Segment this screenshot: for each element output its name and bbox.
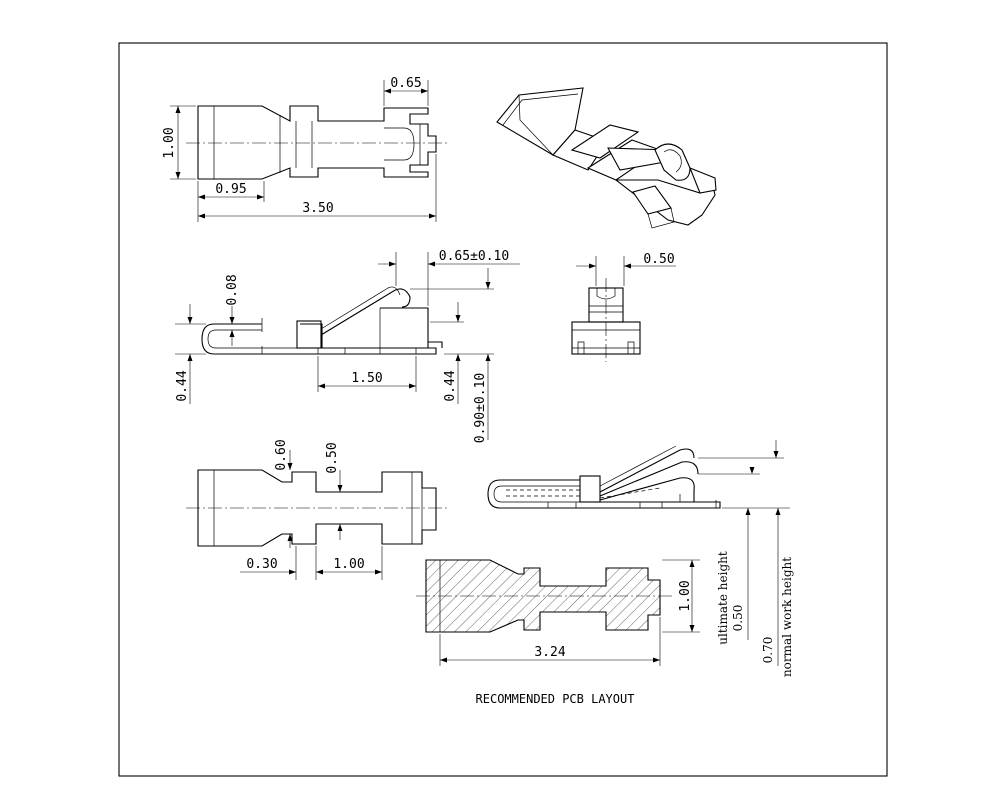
pitch-label: 1.00 xyxy=(333,557,364,572)
end-view xyxy=(571,278,641,362)
height-stack-dimensions xyxy=(698,440,790,666)
length-label: 3.50 xyxy=(302,201,333,216)
side-view xyxy=(201,286,443,355)
offset-label: 0.30 xyxy=(246,557,277,572)
top-view xyxy=(186,105,450,180)
drawing-frame xyxy=(118,42,888,777)
pcb-layout-title: RECOMMENDED PCB LAYOUT xyxy=(476,692,635,706)
pcb-layout-dimensions xyxy=(439,559,700,666)
pcb-layout-pad xyxy=(416,559,672,633)
isometric-view xyxy=(496,87,717,229)
pcb-length-label: 3.24 xyxy=(534,645,565,660)
ultimate-height-label: ultimate height xyxy=(716,551,730,645)
width-label: 1.00 xyxy=(162,127,177,158)
tip-label: 0.65±0.10 xyxy=(439,249,509,264)
pcb-width-label: 1.00 xyxy=(678,580,693,611)
side-view-dimensions xyxy=(175,252,520,440)
normal-height-value: 0.70 xyxy=(761,637,775,664)
notch2-label: 0.50 xyxy=(325,442,340,473)
flat-view xyxy=(186,469,450,547)
head-label: 0.95 xyxy=(215,182,246,197)
flat-view-dimensions xyxy=(240,450,383,580)
base-label-right: 0.44 xyxy=(443,370,458,401)
ultimate-height-value: 0.50 xyxy=(731,605,745,632)
normal-height-label: normal work height xyxy=(780,557,794,677)
end-view-dimensions xyxy=(576,256,676,286)
notch1-label: 0.60 xyxy=(274,439,289,470)
top-view-dimensions xyxy=(170,80,437,222)
flange-label: 0.65 xyxy=(390,76,421,91)
end-width-label: 0.50 xyxy=(643,252,674,267)
height-stack-view xyxy=(487,445,721,509)
base-label: 0.44 xyxy=(175,370,190,401)
span-label: 1.50 xyxy=(351,371,382,386)
gap-label: 0.08 xyxy=(225,274,240,305)
height-label: 0.90±0.10 xyxy=(473,373,488,443)
